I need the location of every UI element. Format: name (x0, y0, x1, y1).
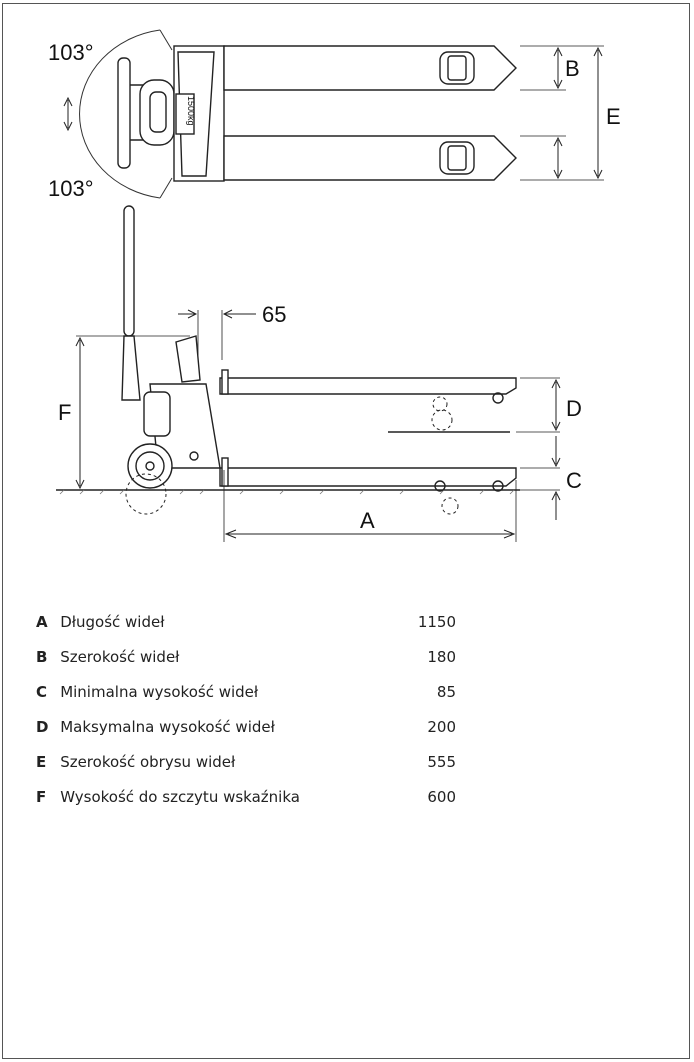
dim-c-label: C (566, 468, 582, 493)
page-frame (2, 3, 690, 1059)
spec-value: 85 (436, 683, 456, 701)
side-view: 65 F D C A (56, 205, 582, 542)
spec-row: F Wysokość do szczytu wskaźnika 600 (36, 787, 456, 822)
dim-e-label: E (606, 104, 621, 129)
angle-bottom-label: 103° (48, 176, 94, 201)
dim-b-label: B (565, 56, 580, 81)
spec-value: 600 (427, 788, 456, 806)
spec-label: Szerokość wideł (60, 648, 180, 666)
spec-value: 1150 (417, 613, 456, 631)
spec-key: A (36, 613, 48, 631)
spec-row: E Szerokość obrysu wideł 555 (36, 752, 456, 787)
dim-f-label: F (58, 400, 71, 425)
spec-row: C Minimalna wysokość wideł 85 (36, 682, 456, 717)
handle-offset-label: 65 (262, 302, 286, 327)
dim-d-label: D (566, 396, 582, 421)
top-view: 103° 103° 1500kg B E (48, 29, 621, 201)
spec-row: B Szerokość wideł 180 (36, 647, 456, 682)
spec-label: Minimalna wysokość wideł (60, 683, 259, 701)
spec-label: Wysokość do szczytu wskaźnika (60, 788, 300, 806)
spec-key: C (36, 683, 48, 701)
spec-key: F (36, 788, 47, 806)
spec-value: 180 (427, 648, 456, 666)
pallet-truck-drawing: 103° 103° 1500kg B E (48, 29, 621, 542)
spec-label: Szerokość obrysu wideł (60, 753, 236, 771)
spec-value: 555 (427, 753, 456, 771)
capacity-plate: 1500kg (186, 96, 196, 126)
dim-a-label: A (360, 508, 375, 533)
spec-row: A Długość wideł 1150 (36, 612, 456, 647)
angle-top-label: 103° (48, 40, 94, 65)
spec-key: B (36, 648, 48, 666)
spec-label: Maksymalna wysokość wideł (60, 718, 275, 736)
spec-row: D Maksymalna wysokość wideł 200 (36, 717, 456, 752)
spec-table: A Długość wideł 1150 B Szerokość wideł 1… (36, 612, 456, 822)
spec-value: 200 (427, 718, 456, 736)
spec-label: Długość wideł (60, 613, 165, 631)
spec-key: D (36, 718, 49, 736)
spec-key: E (36, 753, 47, 771)
